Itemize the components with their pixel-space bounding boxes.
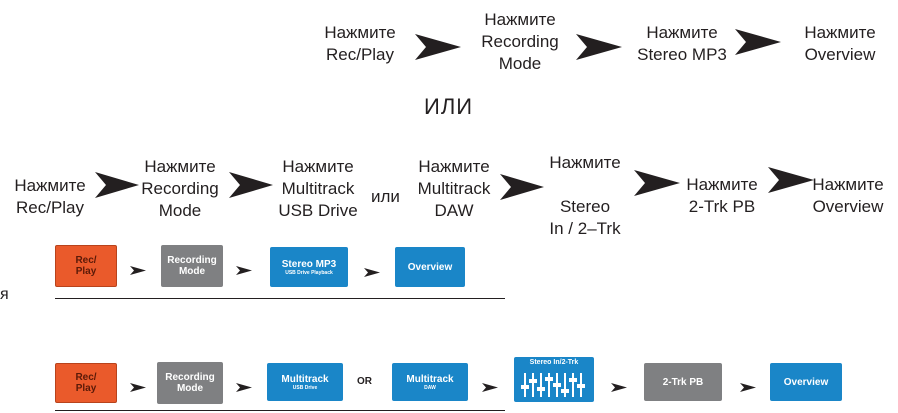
or-divider-label: ИЛИ: [424, 94, 474, 119]
rec-play-button[interactable]: Rec/ Play: [55, 245, 117, 287]
step-press-2trk-pb: Нажмите 2-Trk PB: [686, 175, 758, 216]
step-press-multitrack-daw: Нажмите Multitrack DAW: [417, 157, 491, 220]
arrow-right-icon: [740, 379, 756, 397]
step-press-recording-mode: Нажмите Recording Mode: [141, 157, 219, 220]
stereo-in-2trk-button[interactable]: Stereo In/2-Trk: [514, 357, 594, 402]
or-label: OR: [357, 376, 372, 387]
step-press-rec-play: Нажмите Rec/Play: [324, 23, 396, 64]
arrow-right-icon: [130, 262, 146, 280]
rec-play-button[interactable]: Rec/ Play: [55, 363, 117, 403]
step-press-stereo-mp3: Нажмите Stereo MP3: [637, 23, 727, 64]
arrow-right-icon: [576, 34, 622, 60]
arrow-right-icon: [768, 167, 814, 193]
multitrack-usb-button[interactable]: Multitrack USB Drive: [267, 363, 343, 401]
arrow-right-icon: [611, 379, 627, 397]
step-press-overview: Нажмите Overview: [812, 175, 884, 216]
step-press-stereo-in: Нажмите Stereo In / 2–Trk: [549, 153, 621, 238]
arrow-right-icon: [500, 174, 544, 200]
step-press-multitrack-usb: Нажмите Multitrack USB Drive: [278, 157, 358, 220]
arrow-right-icon: [364, 264, 380, 282]
arrow-right-icon: [95, 172, 139, 198]
divider-line: [55, 298, 505, 299]
multitrack-daw-button[interactable]: Multitrack DAW: [392, 363, 468, 401]
overview-button[interactable]: Overview: [395, 247, 465, 287]
overview-button[interactable]: Overview: [770, 363, 842, 401]
arrow-right-icon: [236, 379, 252, 397]
recording-mode-button[interactable]: Recording Mode: [161, 245, 223, 287]
or-label: или: [371, 187, 400, 206]
arrow-right-icon: [735, 29, 781, 55]
arrow-right-icon: [634, 170, 680, 196]
step-press-recording-mode: Нажмите Recording Mode: [481, 10, 559, 73]
divider-line: [55, 410, 505, 411]
step-press-overview: Нажмите Overview: [804, 23, 876, 64]
2trk-pb-button[interactable]: 2-Trk PB: [644, 363, 722, 401]
arrow-right-icon: [130, 379, 146, 397]
recording-mode-button[interactable]: Recording Mode: [157, 362, 223, 404]
arrow-right-icon: [415, 34, 461, 60]
faders-icon: [521, 373, 585, 397]
stereo-mp3-button[interactable]: Stereo MP3 USB Drive Playback: [270, 247, 348, 287]
side-text-fragment: я: [0, 286, 9, 303]
arrow-right-icon: [482, 379, 498, 397]
arrow-right-icon: [229, 172, 273, 198]
step-press-rec-play: Нажмите Rec/Play: [14, 176, 86, 217]
arrow-right-icon: [236, 262, 252, 280]
